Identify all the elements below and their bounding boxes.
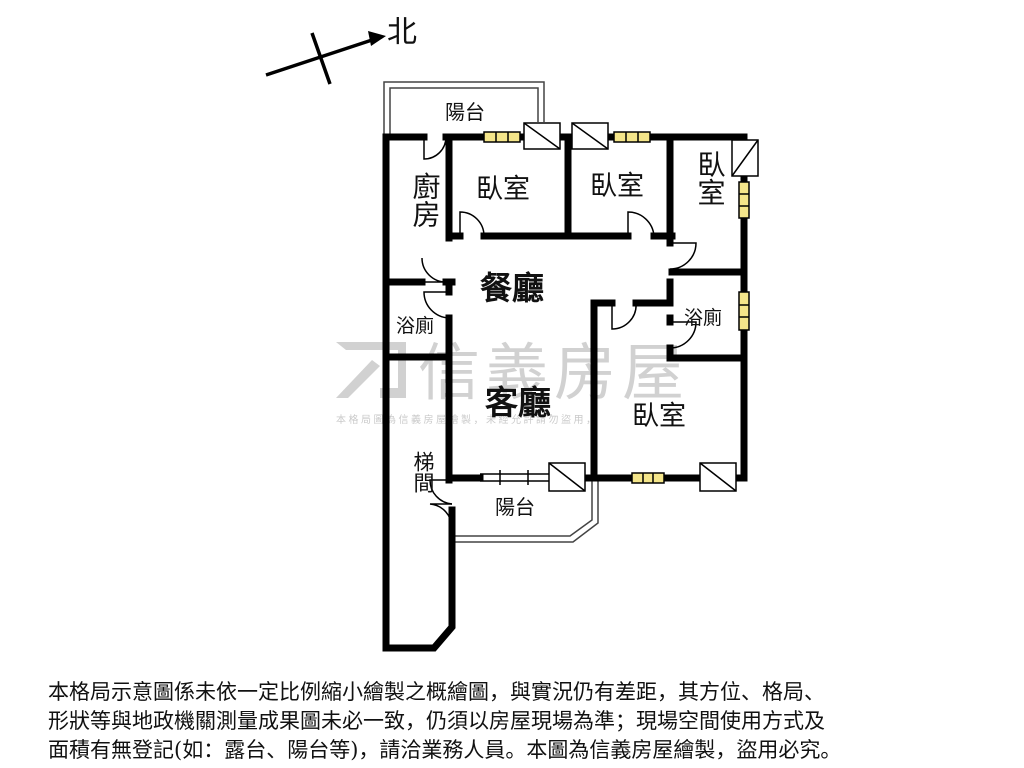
room-label-bedroom-1: 臥室 xyxy=(476,174,530,205)
window xyxy=(613,131,651,143)
door-swing xyxy=(429,503,453,529)
disclaimer-line-1: 本格局示意圖係未依一定比例縮小繪製之概繪圖，與實況仍有差距，其方位、格局、 xyxy=(48,680,825,704)
room-label-bedroom-2: 臥室 xyxy=(590,171,644,202)
room-label-dining-room: 餐廳 xyxy=(480,269,544,307)
windows xyxy=(483,131,750,484)
room-label-balcony-top: 陽台 xyxy=(445,100,485,124)
room-label-balcony-bottom: 陽台 xyxy=(495,495,535,519)
compass-north-label: 北 xyxy=(387,15,417,50)
door-swing xyxy=(669,242,697,270)
door-swing xyxy=(423,136,447,160)
door-swing xyxy=(421,257,447,283)
disclaimer: 本格局示意圖係未依一定比例縮小繪製之概繪圖，與實況仍有差距，其方位、格局、 形狀… xyxy=(48,678,998,765)
disclaimer-line-3: 面積有無登記(如：露台、陽台等)，請洽業務人員。本圖為信義房屋繪製，盜用必究。 xyxy=(48,738,842,762)
door-swing xyxy=(627,211,655,237)
room-label-living-room: 客廳 xyxy=(485,383,551,422)
room-label-bedroom-3: 臥室 xyxy=(694,150,727,206)
room-label-stairwell: 梯間 xyxy=(411,451,435,493)
doors xyxy=(421,136,697,529)
balcony-outlines xyxy=(383,81,599,543)
room-label-bathroom-right: 浴廁 xyxy=(684,306,722,329)
sliding-door xyxy=(480,470,549,485)
room-labels: 陽台 廚房 臥室 臥室 臥室 餐廳 浴廁 浴廁 客廳 臥室 梯間 陽台 xyxy=(396,100,727,519)
watermark-logo xyxy=(336,342,406,398)
window xyxy=(738,181,750,219)
window xyxy=(483,131,521,143)
window xyxy=(738,291,750,331)
walls xyxy=(382,133,748,652)
door-swing xyxy=(459,211,485,237)
door-swing xyxy=(611,302,637,330)
room-label-kitchen: 廚房 xyxy=(409,172,442,228)
compass: 北 xyxy=(265,15,417,85)
door-swing xyxy=(669,321,697,349)
watermark: 信義房屋 本格局圖為信義房屋繪製，未經允許請勿盜用， xyxy=(336,336,690,426)
watermark-brand: 信義房屋 xyxy=(418,336,690,409)
window xyxy=(631,472,665,484)
disclaimer-line-2: 形狀等與地政機關測量成果圖未必一致，仍須以房屋現場為準；現場空間使用方式及 xyxy=(48,709,825,733)
room-label-bedroom-4: 臥室 xyxy=(632,401,686,432)
ac-units xyxy=(523,122,759,492)
room-label-bathroom-left: 浴廁 xyxy=(396,314,434,337)
watermark-notice: 本格局圖為信義房屋繪製，未經允許請勿盜用， xyxy=(336,413,599,426)
door-swing xyxy=(423,291,450,319)
